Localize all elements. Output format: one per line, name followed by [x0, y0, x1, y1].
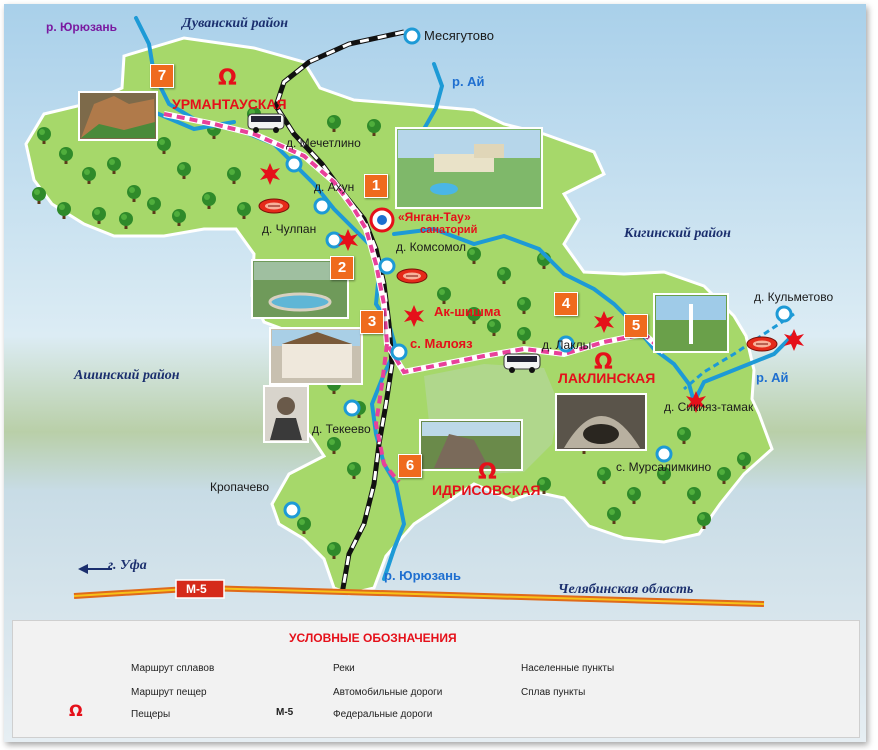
settlement-label-mesyagutovo: Месягутово	[424, 28, 495, 43]
cave-label-idris: ИДРИСОВСКАЯ	[432, 482, 541, 498]
district-label-chelyabinsk: Челябинская область	[558, 582, 694, 597]
legend-caves: Пещеры	[131, 709, 171, 720]
photo-thumbnail-sanatorium	[395, 127, 543, 209]
legend-federal-roads: Федеральные дороги	[333, 709, 433, 720]
legend-cave-icon: Ω	[69, 701, 83, 720]
cave-icon-urman: Ω	[218, 66, 237, 91]
photo-thumbnail-forest-rocks	[419, 419, 523, 471]
region-map	[4, 4, 866, 742]
sanatorium-name: «Янган-Тау»	[398, 210, 471, 224]
legend-settlements: Населенные пункты	[521, 663, 615, 674]
district-label-kigi: Кигинский район	[624, 226, 731, 241]
photo-thumbnail-cave	[555, 393, 647, 451]
cave-icon-idris: Ω	[478, 460, 497, 485]
marker-badge-6[interactable]: 6	[398, 454, 422, 478]
river-label-ai-top: р. Ай	[452, 74, 485, 89]
road-label-ufa: г. Уфа	[108, 558, 147, 573]
marker-badge-7[interactable]: 7	[150, 64, 174, 88]
marker-badge-3[interactable]: 3	[360, 310, 384, 334]
cave-icon-lakly: Ω	[594, 350, 613, 375]
settlement-label-akhun: д. Ахун	[314, 180, 355, 194]
river-label-ai-right: р. Ай	[756, 370, 789, 385]
legend-cave-route: Маршрут пещер	[131, 687, 207, 698]
settlement-label-kulmetovo: д. Кульметово	[754, 290, 834, 304]
raft-route	[683, 312, 795, 391]
legend-rivers: Реки	[333, 663, 355, 674]
district-label-asha: Ашинский район	[74, 368, 180, 383]
legend-raft-route: Маршрут сплавов	[131, 663, 215, 674]
settlement-label-lakly: д. Лаклы	[542, 338, 592, 352]
marker-badge-1[interactable]: 1	[364, 174, 388, 198]
sanatorium-subtitle: санаторий	[420, 224, 478, 236]
legend-title: УСЛОВНЫЕ ОБОЗНАЧЕНИЯ	[289, 631, 457, 645]
settlement-label-tekeevo: д. Текеево	[312, 422, 371, 436]
district-land	[24, 36, 774, 596]
legend-panel: УСЛОВНЫЕ ОБОЗНАЧЕНИЯ Маршрут сплавов Мар…	[12, 620, 860, 738]
district-label-duvan: Дуванский район	[182, 16, 288, 31]
raft-point-label-akshishma: Ак-шишма	[434, 304, 501, 319]
cave-label-lakly: ЛАКЛИНСКАЯ	[558, 370, 656, 386]
settlement-label-mursalimkino: с. Мурсалимкино	[616, 460, 712, 474]
marker-badge-2[interactable]: 2	[330, 256, 354, 280]
marker-badge-5[interactable]: 5	[624, 314, 648, 338]
legend-roads: Автомобильные дороги	[333, 687, 443, 698]
settlement-label-komsomol: д. Комсомол	[396, 240, 467, 254]
marker-badge-4[interactable]: 4	[554, 292, 578, 316]
settlement-label-maloyaz: с. Малояз	[410, 336, 473, 351]
settlement-label-sikiyaz: д. Сикияз-тамак	[664, 400, 754, 414]
photo-thumbnail-fountain	[653, 293, 729, 353]
cave-label-urman: УРМАНТАУСКАЯ	[172, 96, 287, 112]
river-label-yuryuzan-top: р. Юрюзань	[46, 20, 118, 34]
photo-thumbnail-portrait	[263, 385, 309, 443]
settlement-label-kropachevo: Кропачево	[210, 480, 270, 494]
settlement-label-mechetlino: д. Мечетлино	[286, 136, 361, 150]
settlement-label-chulpan: д. Чулпан	[262, 222, 317, 236]
m5-shield	[175, 579, 225, 599]
photo-thumbnail-building	[269, 327, 363, 385]
river-label-yuryuzan-bottom: р. Юрюзань	[384, 568, 461, 583]
map-stage: р. Юрюзань Дуванский район Месягутово р.…	[4, 4, 866, 742]
road-label-m5: М-5	[186, 582, 207, 596]
legend-m5-sample: М-5	[276, 707, 294, 718]
photo-thumbnail-cliff	[78, 91, 158, 141]
legend-raft-points: Сплав пункты	[521, 687, 586, 698]
